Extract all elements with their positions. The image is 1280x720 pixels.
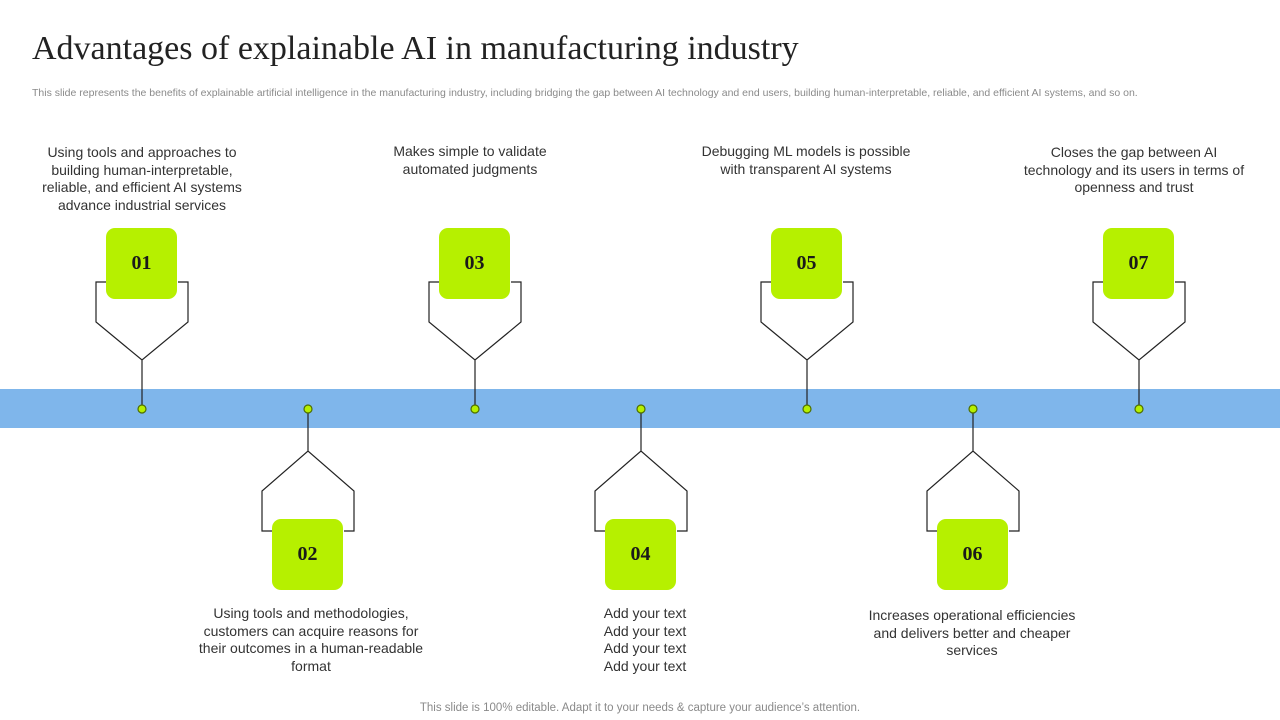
step-badge-02: 02 — [272, 519, 343, 590]
step-text-01: Using tools and approaches to building h… — [42, 144, 242, 213]
step-text-07: Closes the gap between AI technology and… — [1023, 144, 1245, 195]
step-badge-05: 05 — [771, 228, 842, 299]
step-text-03: Makes simple to validate automated judgm… — [393, 143, 547, 177]
step-text-05: Debugging ML models is possible with tra… — [701, 143, 911, 177]
step-text-04-line: Add your text — [603, 640, 687, 656]
connector-06 — [926, 409, 1020, 532]
step-badge-01: 01 — [106, 228, 177, 299]
step-text-02: Using tools and methodologies, customers… — [198, 605, 424, 674]
timeline-dot-03 — [470, 404, 480, 414]
connector-01 — [95, 281, 189, 409]
timeline-dot-06 — [968, 404, 978, 414]
step-text-04-line: Add your text — [603, 605, 687, 621]
step-badge-07: 07 — [1103, 228, 1174, 299]
timeline-dot-01 — [137, 404, 147, 414]
step-text-06: Increases operational efficiencies and d… — [868, 607, 1076, 658]
step-text-04-line: Add your text — [603, 622, 687, 639]
timeline-dot-02 — [303, 404, 313, 414]
timeline-dot-05 — [802, 404, 812, 414]
slide-footer: This slide is 100% editable. Adapt it to… — [419, 702, 861, 714]
step-badge-03: 03 — [439, 228, 510, 299]
step-badge-06: 06 — [937, 519, 1008, 590]
connector-07 — [1092, 281, 1186, 409]
slide-subtitle: This slide represents the benefits of ex… — [32, 87, 1138, 99]
slide-title: Advantages of explainable AI in manufact… — [32, 30, 799, 67]
connector-05 — [760, 281, 854, 409]
step-text-04-line: Add your text — [603, 657, 687, 674]
step-badge-04: 04 — [605, 519, 676, 590]
connector-03 — [428, 281, 522, 409]
connector-02 — [261, 409, 355, 532]
timeline-dot-07 — [1134, 404, 1144, 414]
connector-04 — [594, 409, 688, 532]
step-text-04: Add your text Add your text Add your tex… — [545, 605, 745, 675]
timeline-dot-04 — [636, 404, 646, 414]
